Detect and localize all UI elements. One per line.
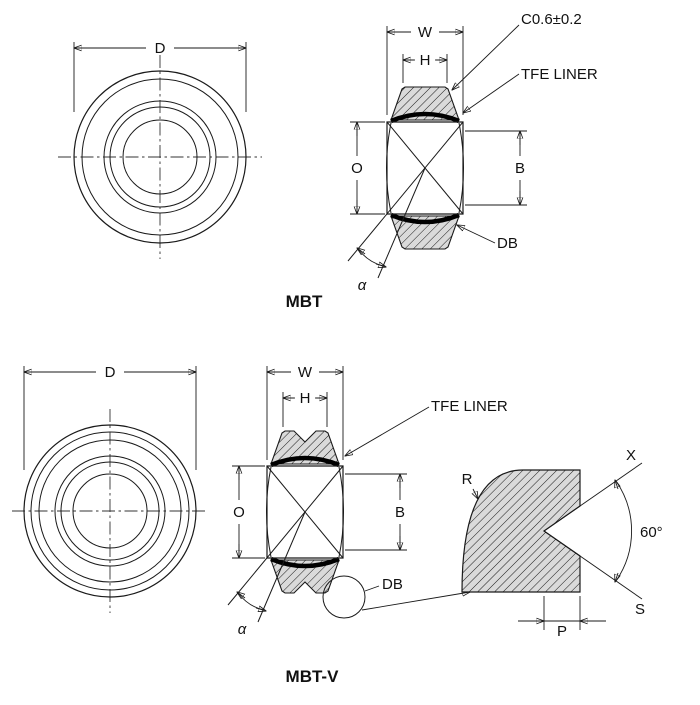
mbtv-dim-label-alpha: α bbox=[238, 621, 247, 638]
mbt-dimension-b: B bbox=[465, 130, 527, 206]
mbtv-dim-label-h: H bbox=[300, 390, 311, 407]
detail-dim-label-x: X bbox=[626, 447, 636, 464]
detail-dimension-p: P bbox=[518, 596, 606, 640]
mbt-dim-label-b: B bbox=[515, 160, 525, 177]
mbtv-dimension-h: H bbox=[282, 390, 328, 427]
mbt-tfe-liner-bottom bbox=[390, 212, 460, 225]
mbtv-dim-label-db: DB bbox=[382, 576, 403, 593]
mbtv-dim-label-w: W bbox=[298, 364, 313, 381]
detail-dim-label-p: P bbox=[557, 623, 567, 640]
mbt-front-centerlines bbox=[58, 55, 262, 259]
mbt-dim-label-d: D bbox=[155, 40, 166, 57]
mbt-chamfer-label: C0.6±0.2 bbox=[521, 11, 582, 28]
mbt-front-view: D bbox=[58, 40, 262, 259]
mbtv-db-callout: DB bbox=[322, 575, 470, 619]
mbtv-ball-top-section bbox=[270, 430, 340, 465]
mbt-dim-label-h: H bbox=[420, 52, 431, 69]
mbtv-section-view: α W H O bbox=[227, 364, 508, 638]
mbt-dim-label-w: W bbox=[418, 24, 433, 41]
detail-pointer-arrow bbox=[361, 592, 470, 611]
mbtv-caption: MBT-V bbox=[286, 667, 340, 686]
mbtv-liner-callout: TFE LINER bbox=[345, 398, 508, 456]
mbtv-front-view: D bbox=[12, 364, 208, 613]
mbt-tfe-liner-top bbox=[390, 111, 460, 124]
mbtv-front-centerlines bbox=[12, 409, 208, 613]
mbt-chamfer-callout: C0.6±0.2 bbox=[452, 11, 582, 90]
groove-profile-section bbox=[461, 469, 581, 593]
mbt-misalignment-lines bbox=[347, 121, 464, 279]
mbtv-dimension-d: D bbox=[23, 364, 197, 470]
detail-radius-callout: R bbox=[462, 471, 478, 499]
mbtv-misalignment-lines bbox=[227, 465, 344, 623]
groove-angle-lines: 60° X S bbox=[543, 447, 663, 618]
mbtv-ball-bottom-section bbox=[270, 559, 340, 594]
mbtv-dimension-o: O bbox=[232, 465, 265, 559]
mbt-sphere-profile bbox=[386, 122, 464, 214]
mbtv-tfe-liner-top bbox=[270, 455, 340, 468]
mbt-alpha-angle: α bbox=[357, 248, 386, 294]
mbt-bearing-circles bbox=[73, 70, 247, 244]
detail-region-circle bbox=[322, 575, 366, 619]
mbt-liner-label: TFE LINER bbox=[521, 66, 598, 83]
mbtv-dimension-w: W bbox=[266, 364, 344, 460]
mbtv-dim-label-d: D bbox=[105, 364, 116, 381]
mbt-db-callout: DB bbox=[457, 225, 518, 252]
mbt-dim-label-alpha: α bbox=[358, 277, 367, 294]
mbt-dimension-h: H bbox=[402, 52, 448, 83]
mbt-dimension-d: D bbox=[73, 40, 247, 112]
mbt-section-view: α W H O bbox=[347, 11, 598, 294]
mbtv-bearing-circles bbox=[23, 424, 197, 598]
mbt-caption: MBT bbox=[286, 292, 323, 311]
mbtv-sphere-profile bbox=[266, 466, 344, 558]
mbt-dimension-w: W bbox=[386, 24, 464, 115]
mbtv-tfe-liner-bottom bbox=[270, 556, 340, 569]
mbtv-dimension-b: B bbox=[345, 473, 407, 551]
detail-dim-label-angle: 60° bbox=[640, 524, 663, 541]
groove-detail-view: 60° X S R P bbox=[461, 447, 663, 640]
mbtv-alpha-angle: α bbox=[237, 592, 266, 638]
detail-dim-label-r: R bbox=[462, 471, 473, 488]
mbt-dimension-o: O bbox=[350, 121, 385, 215]
detail-dim-label-s: S bbox=[635, 601, 645, 618]
mbtv-dim-label-b: B bbox=[395, 504, 405, 521]
mbt-dim-label-o: O bbox=[351, 160, 363, 177]
mbtv-dim-label-o: O bbox=[233, 504, 245, 521]
mbt-dim-label-db: DB bbox=[497, 235, 518, 252]
mbt-liner-callout: TFE LINER bbox=[463, 66, 598, 113]
mbtv-liner-label: TFE LINER bbox=[431, 398, 508, 415]
